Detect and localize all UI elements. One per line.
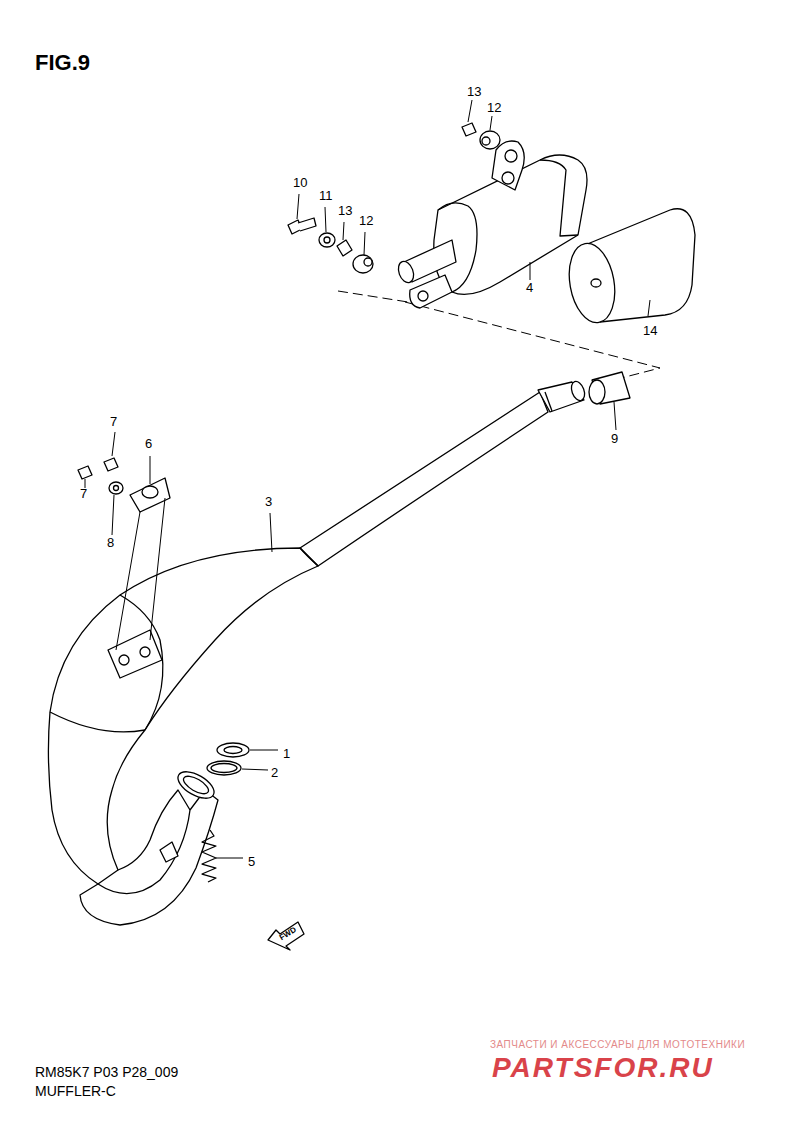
callout-number: 1 [283, 747, 290, 760]
callout-number: 7 [110, 415, 117, 428]
callout-number: 13 [338, 204, 352, 217]
section-name: MUFFLER-C [35, 1084, 116, 1098]
drawing-code: RM85K7 P03 P28_009 [35, 1065, 178, 1079]
callout-number: 10 [293, 176, 307, 189]
callout-number: 3 [265, 495, 272, 508]
figure-title: FIG.9 [35, 52, 90, 74]
callout-number: 7 [80, 487, 87, 500]
callout-number: 12 [487, 101, 501, 114]
callout-number: 8 [107, 536, 114, 549]
callout-number: 12 [359, 214, 373, 227]
callout-number: 5 [248, 855, 255, 868]
callout-number: 6 [145, 437, 152, 450]
callout-number: 11 [319, 189, 333, 202]
callout-number: 9 [611, 432, 618, 445]
callout-number: 13 [467, 85, 481, 98]
watermark-logo: PARTSFOR.RU [492, 1054, 714, 1082]
callout-number: 14 [643, 324, 657, 337]
callout-number: 4 [526, 281, 533, 294]
watermark-text: ЗАПЧАСТИ И АКСЕССУАРЫ ДЛЯ МОТОТЕХНИКИ [490, 1040, 745, 1050]
callout-number: 2 [271, 766, 278, 779]
